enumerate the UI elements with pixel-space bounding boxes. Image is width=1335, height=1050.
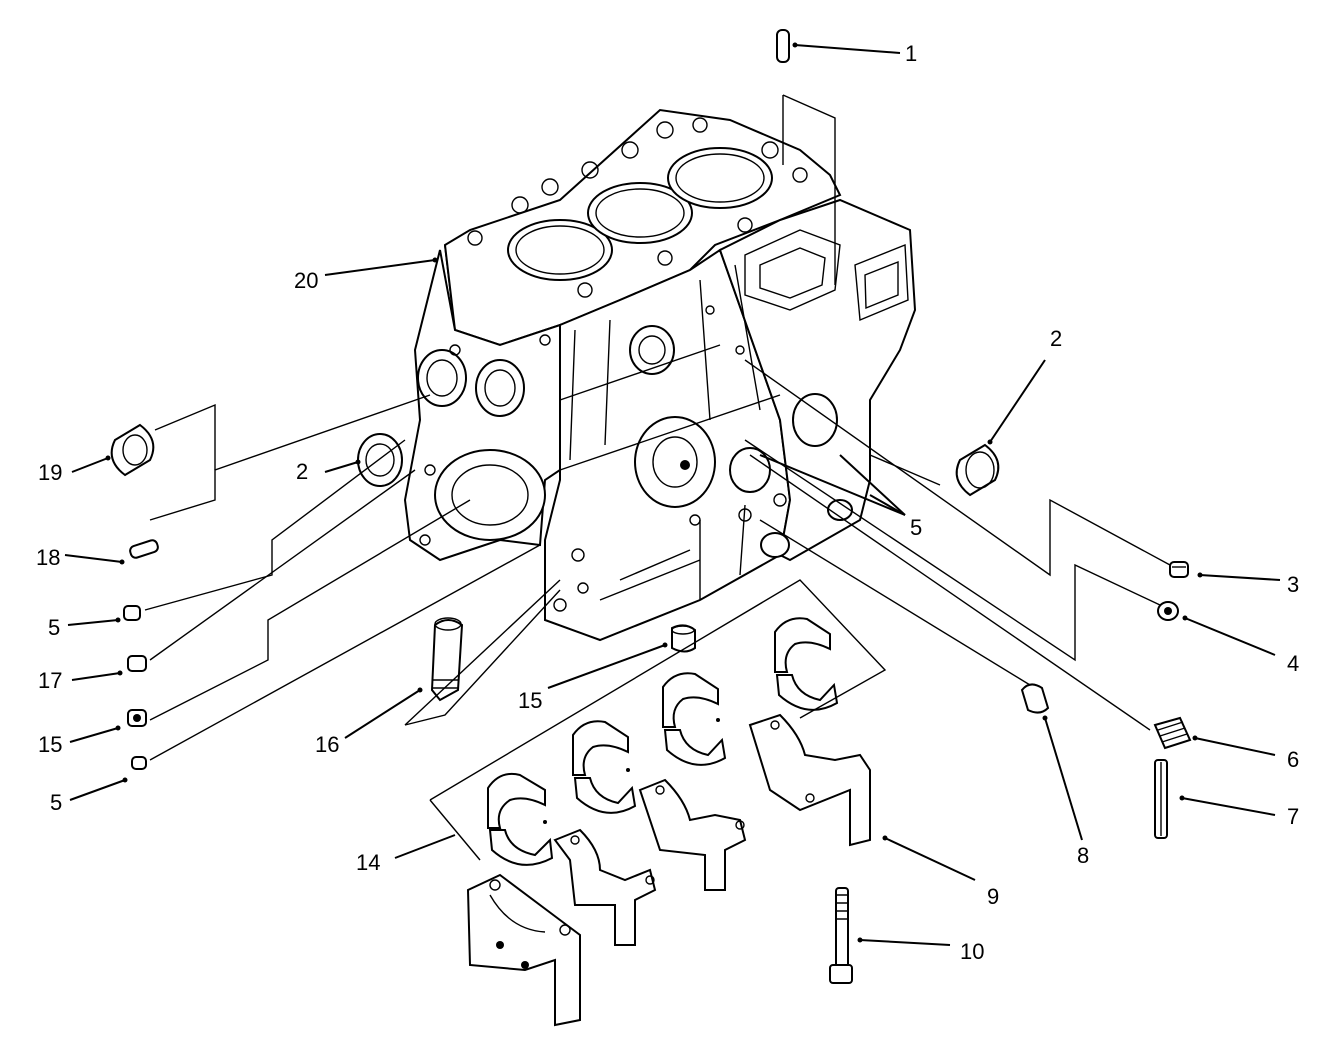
bushing-8 <box>1020 683 1050 714</box>
plug-5-lower <box>131 756 147 770</box>
spring-6 <box>1153 716 1192 750</box>
leader-lines <box>64 42 1281 946</box>
callout-5-b: 5 <box>50 790 62 815</box>
callout-17: 17 <box>38 668 62 693</box>
bushing-left <box>357 433 403 487</box>
callout-18: 18 <box>36 545 60 570</box>
callout-6: 6 <box>1287 747 1299 772</box>
callout-5-block: 5 <box>910 515 922 540</box>
callout-9: 9 <box>987 884 999 909</box>
callout-8: 8 <box>1077 843 1089 868</box>
plug-15-left <box>127 709 147 727</box>
callout-4: 4 <box>1287 651 1299 676</box>
callout-14: 14 <box>356 850 380 875</box>
callout-16: 16 <box>315 732 339 757</box>
plug-3 <box>1169 561 1189 578</box>
callout-2-left: 2 <box>296 459 308 484</box>
bolt-10 <box>829 887 853 984</box>
oil-seal-right <box>955 443 1000 497</box>
cylinder-block <box>403 108 917 642</box>
callout-5-a: 5 <box>48 615 60 640</box>
plug-17 <box>127 655 147 672</box>
callout-15-center: 15 <box>518 688 542 713</box>
dowel-pin <box>776 29 790 63</box>
bearing-shells <box>487 617 839 866</box>
plug-5-left <box>123 605 141 621</box>
callout-2-right: 2 <box>1050 326 1062 351</box>
pump-gear-16 <box>430 617 464 702</box>
callout-20: 20 <box>294 268 318 293</box>
callout-15-left: 15 <box>38 732 62 757</box>
main-bearing-caps <box>466 713 871 1027</box>
callout-3: 3 <box>1287 572 1299 597</box>
callout-labels: 1 2 2 3 4 5 5 5 6 7 8 9 10 14 15 15 16 1… <box>36 41 1299 964</box>
rod-7 <box>1154 759 1168 839</box>
callout-19: 19 <box>38 460 62 485</box>
callout-10: 10 <box>960 939 984 964</box>
pin-18 <box>129 539 159 559</box>
rear-seal <box>110 423 155 477</box>
callout-1: 1 <box>905 41 917 66</box>
plug-4 <box>1157 601 1179 621</box>
assembly-guide-lines <box>144 94 1171 861</box>
bushing-15-center <box>671 624 696 653</box>
callout-7: 7 <box>1287 804 1299 829</box>
